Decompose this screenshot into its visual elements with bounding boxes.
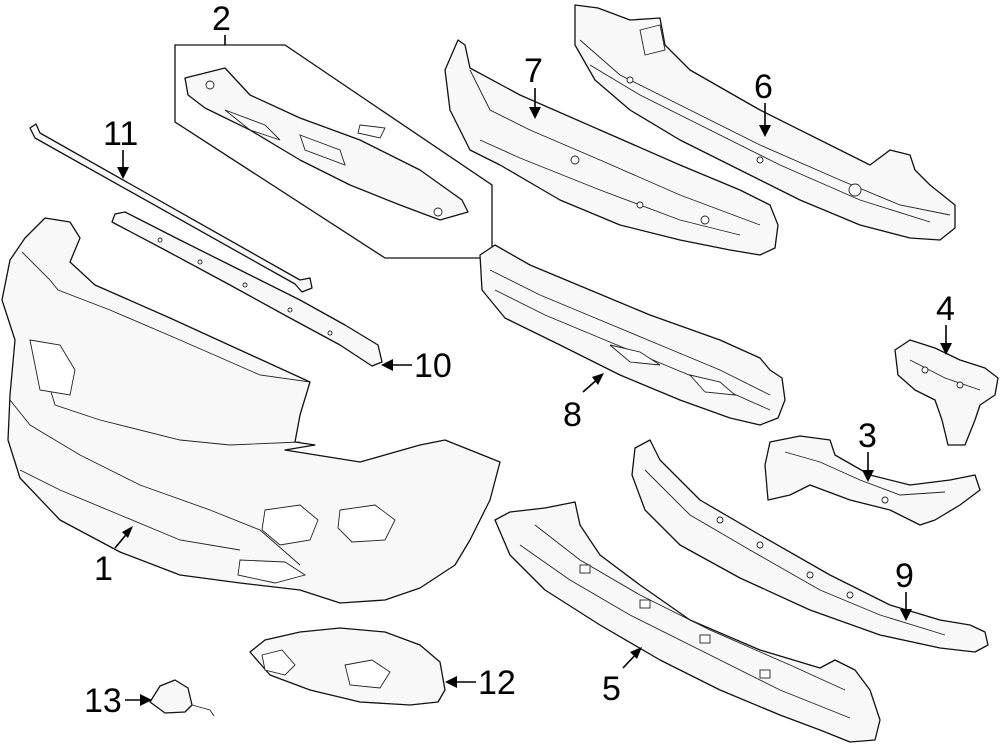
callout-1: 1	[94, 550, 113, 588]
callout-8: 8	[563, 396, 582, 434]
callout-12: 12	[478, 664, 516, 702]
part-7-reinforcement	[444, 39, 779, 256]
part-3-group	[764, 435, 981, 526]
callout-3: 3	[858, 417, 877, 455]
part-10-group	[111, 211, 383, 367]
part-13-group	[149, 679, 215, 717]
part-4-bracket	[894, 339, 999, 446]
callout-10: 10	[414, 347, 452, 385]
part-8-group	[479, 244, 786, 426]
leaders	[114, 35, 952, 706]
part-7-group	[444, 39, 779, 256]
part-12-group	[249, 627, 446, 706]
part-9-group	[631, 439, 989, 653]
part-3-bracket	[764, 435, 981, 526]
callout-2: 2	[212, 0, 231, 38]
part-2-bracket	[184, 67, 469, 221]
callout-labels: 1 2 3 4 5 6 7 8 9 10 11 12 13	[84, 0, 955, 720]
part-10-strip	[111, 211, 383, 367]
part-8-absorber	[479, 244, 786, 426]
part-9-lower-strip	[631, 439, 989, 653]
callout-6: 6	[754, 68, 773, 106]
callout-5: 5	[602, 670, 621, 708]
callout-13: 13	[84, 682, 122, 720]
callout-9: 9	[895, 557, 914, 595]
part-11-rod	[29, 123, 313, 293]
part-2-group	[174, 44, 493, 259]
callout-7: 7	[524, 52, 543, 90]
part-13-clip	[149, 679, 193, 714]
part-5-lower-bracket	[494, 501, 881, 743]
part-5-group	[494, 501, 881, 743]
callout-4: 4	[936, 290, 955, 328]
part-4-group	[894, 339, 999, 446]
part-1-group	[1, 217, 501, 604]
part-11-group	[29, 123, 313, 293]
callout-11: 11	[103, 115, 138, 153]
